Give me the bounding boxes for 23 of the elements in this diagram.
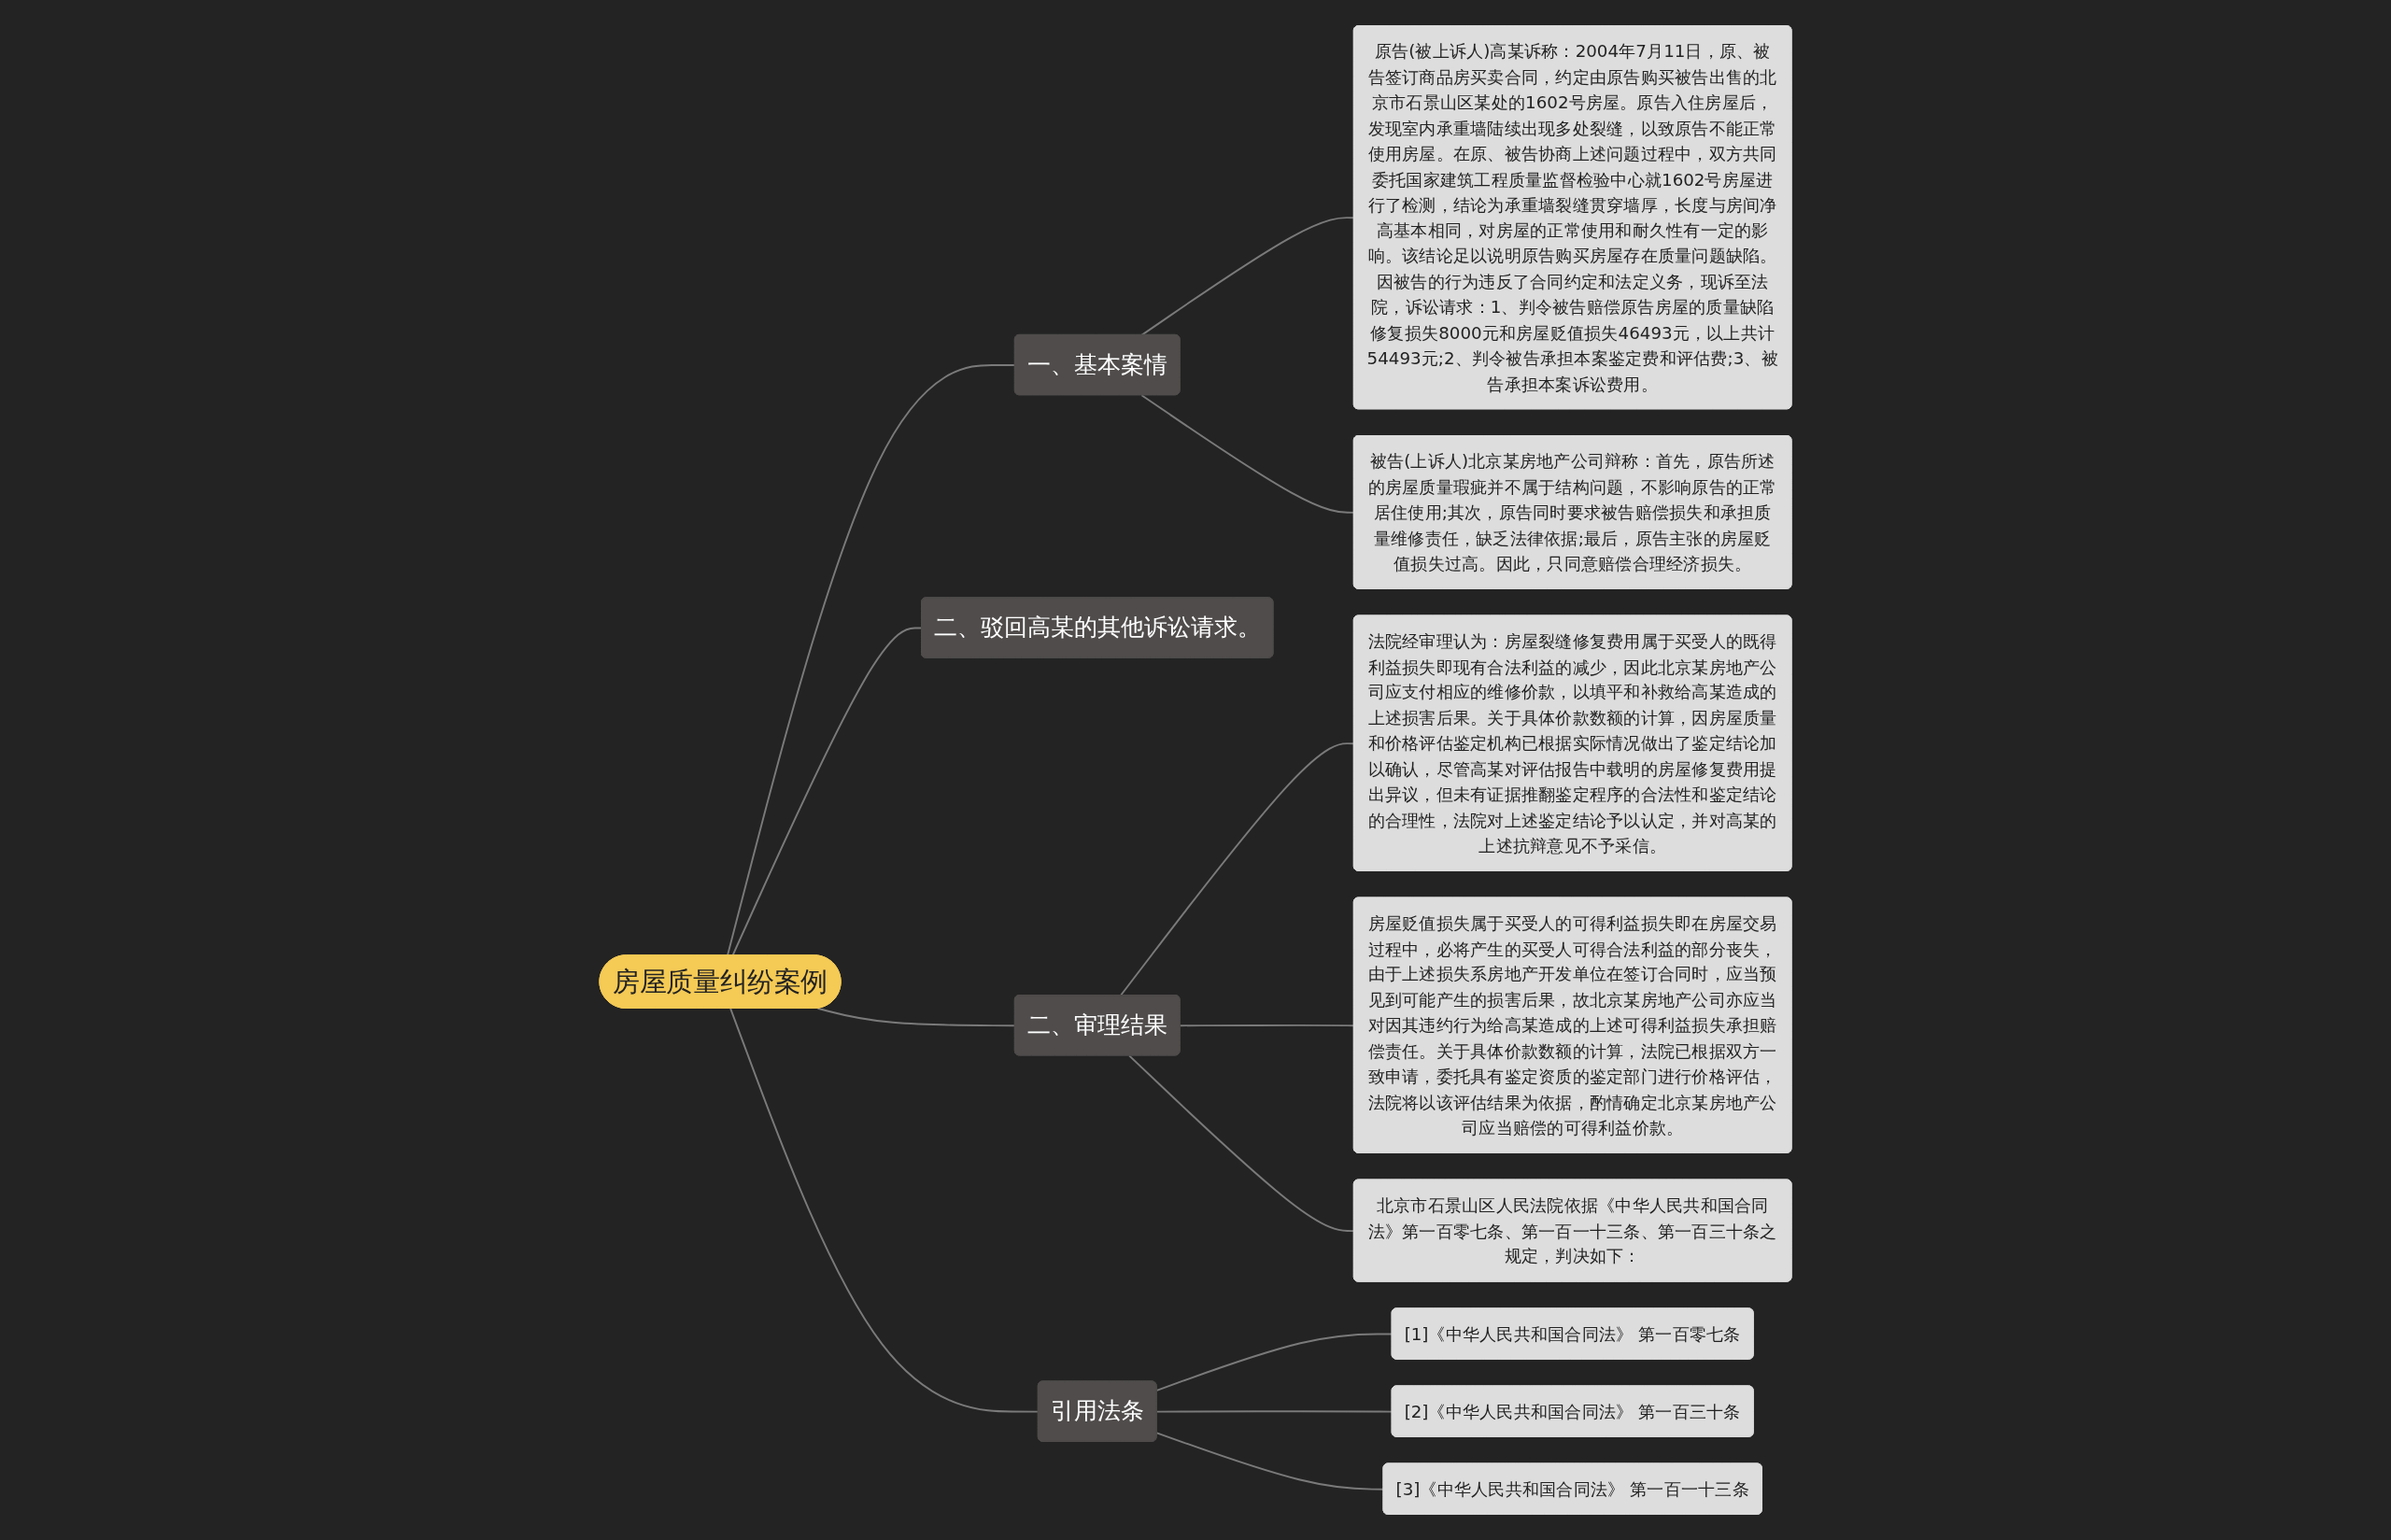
branch-topic: 二、驳回高某的其他诉讼请求。 (921, 597, 1274, 658)
branch-topic: 一、基本案情 (1013, 333, 1181, 396)
connector-line (729, 1008, 1040, 1413)
branch-topic: 二、审理结果 (1013, 995, 1181, 1056)
connector-line (1140, 217, 1355, 336)
central-topic: 房屋质量纠纷案例 (599, 954, 842, 1009)
text-card: 被告(上诉人)北京某房地产公司辩称：首先，原告所述的房屋质量瑕疵并不属于结构问题，不影响原告的正常居住使用;其次，原告同时要求被告赔偿损失和承担质量维修责任，缺乏法律依据;最后，原告主张的房屋贬值损失过高。因此，只同意赔偿合理经济损失。 (1352, 435, 1792, 589)
text-card: [2]《中华人民共和国合同法》 第一百三十条 (1391, 1385, 1754, 1437)
connector-line (1179, 1024, 1355, 1027)
branch-topic: 引用法条 (1037, 1380, 1157, 1442)
connector-line (1155, 1410, 1394, 1413)
connector-line (1119, 742, 1355, 996)
text-card: 法院经审理认为：房屋裂缝修复费用属于买受人的既得利益损失即现有合法利益的减少，因此北京某房地产公司应支付相应的维修价款，以填平和补救给高某造成的上述损害后果。关于具体价款数额的计算，因房屋质量和价格评估鉴定机构已根据实际情况做出了鉴定结论加以确认，尽管高某对评估报告中载明的房屋修复费用提出异议，但未有证据推翻鉴定程序的合法性和鉴定结论的合理性，法院对上述鉴定结论予以认定，并对高某的上述抗辩意见不予采信。 (1352, 615, 1792, 871)
connector-line (1155, 1333, 1394, 1392)
text-card: [1]《中华人民共和国合同法》 第一百零七条 (1391, 1307, 1754, 1360)
text-card: [3]《中华人民共和国合同法》 第一百一十三条 (1382, 1462, 1762, 1515)
connector-line (1155, 1432, 1385, 1491)
text-card: 原告(被上诉人)高某诉称：2004年7月11日，原、被告签订商品房买卖合同，约定由原告购买被告出售的北京市石景山区某处的1602号房屋。原告入住房屋后，发现室内承重墙陆续出现多处裂缝，以致原告不能正常使用房屋。在原、被告协商上述问题过程中，双方共同委托国家建筑工程质量监督检验中心就1602号房屋进行了检测，结论为承重墙裂缝贯穿墙厚，长度与房间净高基本相同，对房屋的正常使用和耐久性有一定的影响。该结论足以说明原告购买房屋存在质量问题缺陷。因被告的行为违反了合同约定和法定义务，现诉至法院，诉讼请求：1、判令被告赔偿原告房屋的质量缺陷修复损失8000元和房屋贬值损失46493元，以上共计54493元;2、判令被告承担本案鉴定费和评估费;3、被告承担本案诉讼费用。 (1352, 25, 1792, 410)
connector-line (1128, 1054, 1355, 1233)
connector-line (816, 1007, 1016, 1027)
text-card: 北京市石景山区人民法院依据《中华人民共和国合同法》第一百零七条、第一百一十三条、第一百三十条之规定，判决如下： (1352, 1179, 1792, 1282)
connector-line (1140, 394, 1355, 514)
text-card: 房屋贬值损失属于买受人的可得利益损失即在房屋交易过程中，必将产生的买受人可得合法利益的部分丧失，由于上述损失系房地产开发单位在签订合同时，应当预见到可能产生的损害后果，故北京某房地产公司亦应当对因其违约行为给高某造成的上述可得利益损失承担赔偿责任。关于具体价款数额的计算，法院已根据双方一致申请，委托具有鉴定资质的鉴定部门进行价格评估，法院将以该评估结果为依据，酌情确定北京某房地产公司应当赔偿的可得利益价款。 (1352, 897, 1792, 1153)
